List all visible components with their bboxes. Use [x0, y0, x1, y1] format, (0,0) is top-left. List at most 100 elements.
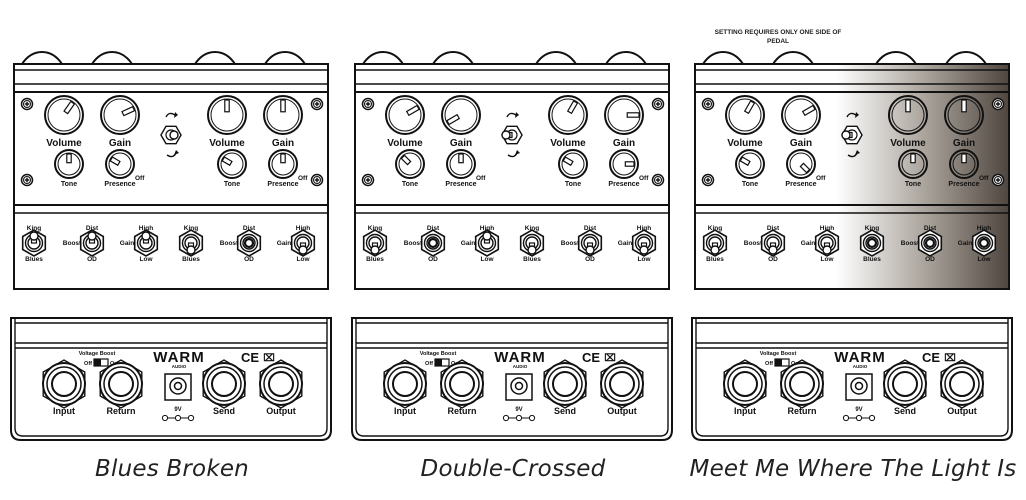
- dist-od-toggle: [236, 229, 262, 257]
- screw-icon: [991, 173, 1005, 187]
- high-label: High: [296, 225, 310, 232]
- output-jack: [600, 359, 644, 409]
- knob-outer-ring: [395, 149, 425, 179]
- toggle-lever-tip: [141, 231, 151, 241]
- screw-icon: [701, 173, 715, 187]
- knob-inner-ring: [444, 98, 478, 132]
- knob-pointer-bar: [566, 100, 579, 115]
- knob-pointer: [400, 154, 412, 166]
- footswitch: [194, 50, 236, 65]
- voltage-boost-label: Voltage Boost: [420, 351, 457, 357]
- power-jack: [845, 373, 873, 401]
- knob-outer-ring: [54, 149, 84, 179]
- dist-od-toggle: [79, 229, 105, 257]
- footswitch: [264, 50, 306, 65]
- boost-label: Boost: [63, 240, 82, 247]
- gain-switch-label: Gain: [958, 240, 972, 247]
- screw-icon: [310, 173, 324, 187]
- knob-pointer: [109, 156, 121, 167]
- tone-label: Tone: [402, 181, 418, 188]
- channel-order-toggle: [841, 112, 863, 158]
- presence-label: Presence: [608, 181, 639, 188]
- knob-pointer: [961, 153, 967, 164]
- toggle-lever-center: [978, 237, 990, 249]
- toggle-lever-center: [866, 237, 878, 249]
- presence-off-label: Off: [298, 175, 308, 182]
- voltage-boost-off-label: Off: [765, 361, 773, 367]
- output-jack: [940, 359, 984, 409]
- knob-inner-ring: [952, 152, 976, 176]
- knob-pointer: [63, 100, 76, 115]
- dist-label: Dist: [584, 225, 597, 232]
- gain-switch-label: Gain: [801, 240, 815, 247]
- toggle-lever-tip: [527, 245, 537, 255]
- knob-inner-ring: [728, 98, 762, 132]
- toggle-lever-tip: [186, 245, 196, 255]
- knob-outer-ring: [944, 95, 984, 135]
- knob-pointer: [566, 100, 579, 115]
- presence-knob: [446, 149, 476, 179]
- screw-icon: [651, 173, 665, 187]
- voltage-boost-off-label: Off: [84, 361, 92, 367]
- knob-pointer-bar: [66, 153, 72, 164]
- tone-label: Tone: [742, 181, 758, 188]
- presence-label: Presence: [948, 181, 979, 188]
- toggle-lever-tip: [710, 245, 720, 255]
- toggle-lever-center: [243, 237, 255, 249]
- presence-label: Presence: [785, 181, 816, 188]
- toggle-lever-tip: [298, 245, 308, 255]
- boost-label: Boost: [901, 240, 920, 247]
- dist-label: Dist: [243, 225, 256, 232]
- knob-pointer: [799, 162, 811, 174]
- knob-outer-ring: [268, 149, 298, 179]
- dist-label: Dist: [427, 225, 440, 232]
- volume-label: Volume: [387, 138, 423, 149]
- volume-knob: [44, 95, 84, 135]
- toggle-lever-tip: [822, 245, 832, 255]
- toggle-lever-tip: [482, 231, 492, 241]
- screw-icon: [701, 97, 715, 111]
- send-label: Send: [554, 406, 576, 416]
- footswitch: [605, 50, 647, 65]
- knob-inner-ring: [388, 98, 422, 132]
- knob-outer-ring: [888, 95, 928, 135]
- low-label: Low: [481, 256, 495, 263]
- polarity-icon: [502, 414, 536, 422]
- screw-icon: [991, 97, 1005, 111]
- send-label: Send: [894, 406, 916, 416]
- gain-switch-label: Gain: [618, 240, 632, 247]
- return-jack: [440, 359, 484, 409]
- volume-knob: [207, 95, 247, 135]
- knob-pointer-bar: [446, 113, 461, 126]
- voltage-boost-label: Voltage Boost: [79, 351, 116, 357]
- knob-outer-ring: [949, 149, 979, 179]
- knob-inner-ring: [947, 98, 981, 132]
- warm-audio-logo: WARM: [494, 349, 546, 366]
- boost-label: Boost: [220, 240, 239, 247]
- channel-order-toggle: [501, 112, 523, 158]
- od-label: OD: [585, 256, 595, 263]
- warm-audio-sublabel: AUDIO: [513, 364, 528, 369]
- king-blues-toggle: [21, 229, 47, 257]
- screw-icon: [651, 97, 665, 111]
- knob-outer-ring: [725, 95, 765, 135]
- knob-pointer: [221, 156, 233, 167]
- ce-mark: CE: [241, 350, 259, 365]
- knob-pointer-bar: [224, 99, 230, 113]
- power-label: 9V: [855, 407, 862, 413]
- output-label: Output: [947, 406, 977, 416]
- return-label: Return: [788, 406, 817, 416]
- boost-label: Boost: [404, 240, 423, 247]
- knob-outer-ring: [385, 95, 425, 135]
- knob-inner-ring: [220, 152, 244, 176]
- gain-label: Gain: [109, 138, 131, 149]
- high-low-toggle: [290, 229, 316, 257]
- knob-pointer: [743, 100, 756, 115]
- knob-inner-ring: [738, 152, 762, 176]
- setting-note: SETTING REQUIRES ONLY ONE SIDE OF PEDAL: [714, 29, 842, 45]
